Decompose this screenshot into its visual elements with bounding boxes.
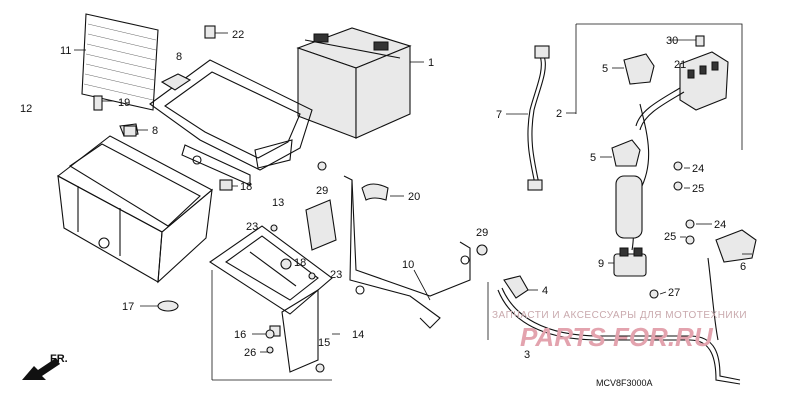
callout-16: 16 bbox=[234, 329, 246, 341]
watermark: ЗАПЧАСТИ И АКСЕССУАРЫ ДЛЯ МОТОТЕХНИКИ PA… bbox=[492, 310, 747, 352]
callout-5-lower: 5 bbox=[590, 152, 596, 164]
callout-3: 3 bbox=[524, 349, 530, 361]
callout-17: 17 bbox=[122, 301, 134, 313]
callout-18-right: 18 bbox=[294, 257, 306, 269]
callout-9: 9 bbox=[598, 258, 604, 270]
cable-part bbox=[527, 45, 550, 191]
starter-relay-part bbox=[613, 247, 647, 277]
callout-14: 14 bbox=[352, 329, 364, 341]
rubber-sheet-part bbox=[81, 13, 159, 111]
callout-29-left: 29 bbox=[316, 185, 328, 197]
callout-4: 4 bbox=[542, 285, 548, 297]
callout-24-lower: 24 bbox=[714, 219, 726, 231]
front-label: FR. bbox=[50, 353, 68, 365]
harness-group-frame bbox=[576, 23, 743, 150]
battery-cable-part bbox=[497, 289, 741, 385]
callout-23-upper: 23 bbox=[246, 221, 258, 233]
callout-19: 19 bbox=[118, 97, 130, 109]
callout-26: 26 bbox=[244, 347, 256, 359]
callout-10: 10 bbox=[402, 259, 414, 271]
leader-lines bbox=[74, 32, 752, 381]
callout-13: 13 bbox=[272, 197, 284, 209]
callout-2: 2 bbox=[556, 108, 562, 120]
watermark-tagline: ЗАПЧАСТИ И АКСЕССУАРЫ ДЛЯ МОТОТЕХНИКИ bbox=[492, 310, 747, 321]
callout-7: 7 bbox=[496, 109, 502, 121]
terminal-cap-right bbox=[715, 229, 757, 263]
callout-1: 1 bbox=[428, 57, 434, 69]
battery-part bbox=[296, 27, 412, 139]
callout-11: 11 bbox=[60, 45, 71, 57]
callout-15: 15 bbox=[318, 337, 330, 349]
diagram-code: MCV8F3000A bbox=[596, 378, 653, 388]
callout-12: 12 bbox=[20, 103, 32, 115]
callout-24-upper: 24 bbox=[692, 163, 704, 175]
clamp-part bbox=[361, 183, 389, 201]
callout-20: 20 bbox=[408, 191, 420, 203]
callout-27: 27 bbox=[668, 287, 680, 299]
front-direction-arrow: FR. bbox=[22, 353, 68, 380]
terminal-boot bbox=[503, 275, 529, 299]
callout-18-left: 18 bbox=[240, 181, 252, 193]
callout-30: 30 bbox=[666, 35, 678, 47]
lower-tray-part bbox=[209, 225, 333, 373]
watermark-brand: PARTS FOR.RU bbox=[520, 322, 714, 352]
callout-29-right: 29 bbox=[476, 227, 488, 239]
battery-tray-part bbox=[149, 59, 313, 186]
terminal-cap-lower bbox=[611, 139, 641, 167]
callout-8-upper: 8 bbox=[176, 51, 182, 63]
callout-8-lower: 8 bbox=[152, 125, 158, 137]
callout-23-lower: 23 bbox=[330, 269, 342, 281]
harness-sleeve bbox=[615, 175, 643, 239]
callout-21: 21 bbox=[674, 59, 686, 71]
battery-box-part bbox=[56, 123, 213, 284]
callout-25-upper: 25 bbox=[692, 183, 704, 195]
relay-block-part bbox=[635, 35, 729, 131]
callout-5-upper: 5 bbox=[602, 63, 608, 75]
callout-6: 6 bbox=[740, 261, 746, 273]
callout-25-lower: 25 bbox=[664, 231, 676, 243]
terminal-cap-upper bbox=[623, 53, 655, 85]
callout-numbers: 1 11 22 8 12 19 8 18 13 29 20 7 2 30 5 2… bbox=[20, 29, 746, 361]
bracket-part bbox=[305, 175, 471, 329]
callout-22: 22 bbox=[232, 29, 244, 41]
